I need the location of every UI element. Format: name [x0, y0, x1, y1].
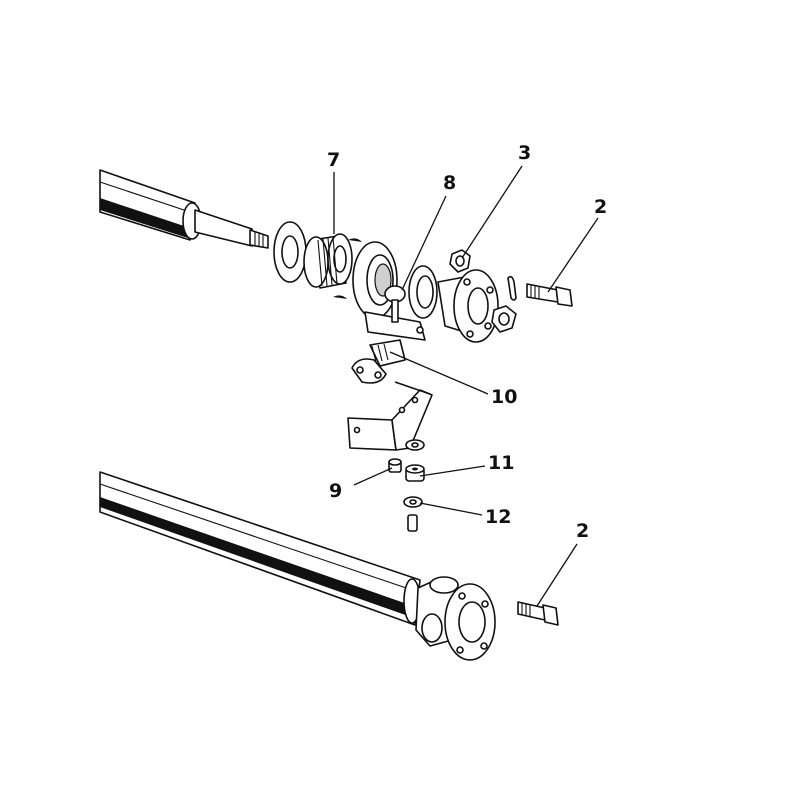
- upper-shaft-tube: [99, 169, 269, 249]
- callout-8: 8: [443, 172, 456, 194]
- seal-ring: [408, 265, 438, 319]
- callout-3: 3: [518, 142, 531, 164]
- flange-bolt-upper: [526, 283, 573, 307]
- retaining-clip: [333, 295, 347, 299]
- castle-nut: [449, 249, 471, 273]
- companion-flange: [437, 269, 517, 343]
- retaining-clip: [348, 238, 362, 242]
- callout-10: 10: [491, 386, 517, 408]
- leader-lines: [333, 165, 599, 607]
- rubber-bush-11: [405, 464, 425, 482]
- callout-11: 11: [488, 452, 514, 474]
- dust-shield-washer: [273, 221, 307, 283]
- callout-2-lower: 2: [576, 520, 589, 542]
- flange-bolt-lower: [517, 601, 559, 626]
- callout-2-upper: 2: [594, 196, 607, 218]
- callout-7: 7: [327, 149, 340, 171]
- mounting-strap: [351, 339, 406, 384]
- bearing: [303, 233, 353, 289]
- bolt-stud: [407, 514, 418, 532]
- nut-9: [388, 458, 402, 473]
- callout-9: 9: [329, 480, 342, 502]
- washer-12: [403, 496, 423, 508]
- washer-top: [405, 439, 425, 451]
- split-pin: [507, 275, 517, 301]
- support-bracket: [347, 381, 433, 451]
- universal-joint: [415, 576, 496, 661]
- callout-12: 12: [485, 506, 511, 528]
- lower-shaft-tube: [99, 471, 421, 626]
- grease-nipple: [384, 285, 406, 323]
